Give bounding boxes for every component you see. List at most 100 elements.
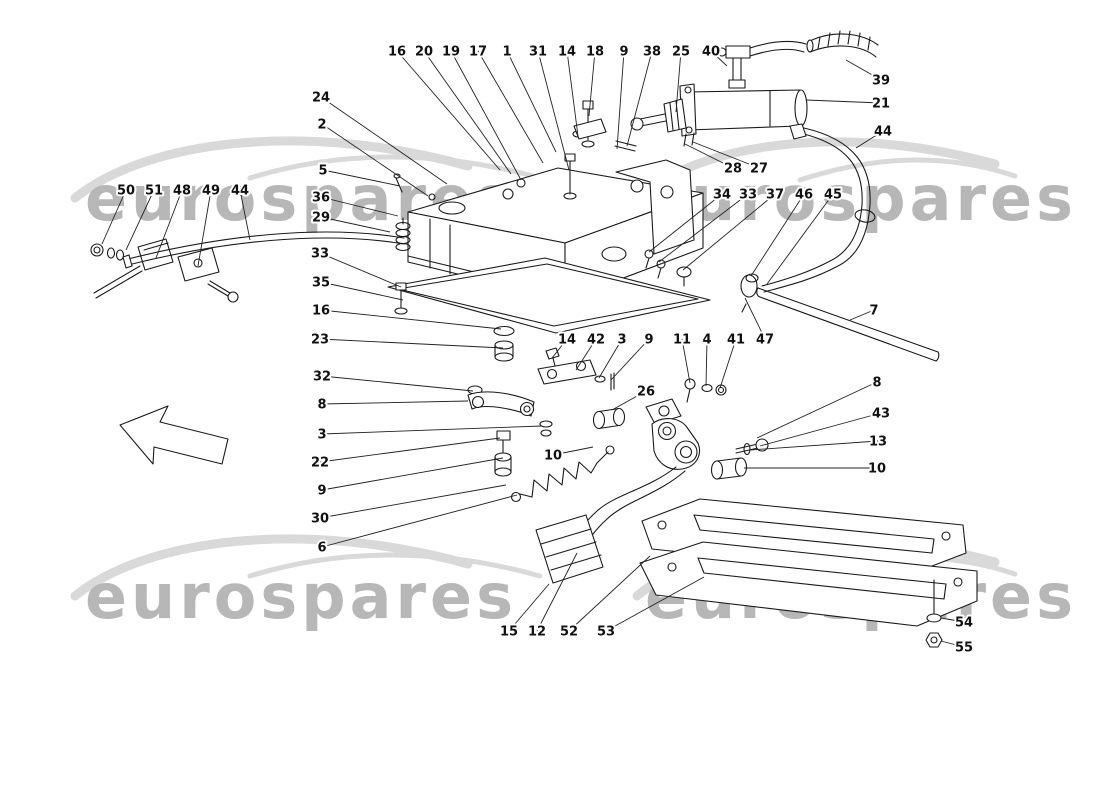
part-number-38[interactable]: 38 xyxy=(641,43,663,62)
pin xyxy=(393,173,401,179)
part-number-11[interactable]: 11 xyxy=(671,331,693,350)
leader-line-24 xyxy=(320,96,448,185)
part-number-37[interactable]: 37 xyxy=(764,186,786,205)
part-number-3[interactable]: 3 xyxy=(315,426,328,445)
part-number-4[interactable]: 4 xyxy=(700,331,713,350)
part-number-48[interactable]: 48 xyxy=(171,182,193,201)
master-cylinder xyxy=(630,83,808,147)
leader-line-25 xyxy=(675,50,682,113)
part-number-9[interactable]: 9 xyxy=(315,482,328,501)
part-number-9[interactable]: 9 xyxy=(642,331,655,350)
part-number-3[interactable]: 3 xyxy=(615,331,628,350)
leader-line-12 xyxy=(536,552,578,632)
part-number-7[interactable]: 7 xyxy=(867,302,880,321)
part-number-53[interactable]: 53 xyxy=(595,623,617,642)
part-number-51[interactable]: 51 xyxy=(143,182,165,201)
pedal-pad xyxy=(535,514,604,584)
leader-line-45 xyxy=(766,193,834,285)
leader-line-48 xyxy=(155,189,183,259)
part-number-8[interactable]: 8 xyxy=(315,396,328,415)
part-number-47[interactable]: 47 xyxy=(754,331,776,350)
part-number-55[interactable]: 55 xyxy=(953,639,975,658)
leader-line-5 xyxy=(322,169,401,187)
part-number-17[interactable]: 17 xyxy=(467,43,489,62)
part-number-39[interactable]: 39 xyxy=(870,72,892,91)
part-number-6[interactable]: 6 xyxy=(315,539,328,558)
leader-line-44 xyxy=(855,130,884,149)
part-number-43[interactable]: 43 xyxy=(870,405,892,424)
leader-line-26 xyxy=(611,390,647,411)
part-number-22[interactable]: 22 xyxy=(309,454,331,473)
part-number-2[interactable]: 2 xyxy=(315,116,328,135)
part-number-12[interactable]: 12 xyxy=(526,623,548,642)
leader-line-33 xyxy=(319,252,402,288)
part-number-20[interactable]: 20 xyxy=(413,43,435,62)
part-number-42[interactable]: 42 xyxy=(585,331,607,350)
part-number-24[interactable]: 24 xyxy=(310,89,332,108)
leader-line-17 xyxy=(477,50,544,164)
part-number-19[interactable]: 19 xyxy=(440,43,462,62)
leader-line-21 xyxy=(805,99,882,104)
part-number-30[interactable]: 30 xyxy=(309,510,331,529)
part-number-13[interactable]: 13 xyxy=(867,433,889,452)
part-number-40[interactable]: 40 xyxy=(700,43,722,62)
part-number-23[interactable]: 23 xyxy=(309,331,331,350)
leader-line-7 xyxy=(849,309,875,321)
leader-line-54 xyxy=(940,617,965,623)
part-number-14[interactable]: 14 xyxy=(556,43,578,62)
leader-line-18 xyxy=(588,50,596,117)
part-number-34[interactable]: 34 xyxy=(711,186,733,205)
leader-line-55 xyxy=(940,640,965,648)
hose-clamp xyxy=(740,274,758,298)
boot xyxy=(663,98,687,133)
part-number-46[interactable]: 46 xyxy=(793,186,815,205)
part-number-25[interactable]: 25 xyxy=(670,43,692,62)
leader-line-3 xyxy=(598,338,623,379)
leader-line-36 xyxy=(320,196,399,217)
leader-line-22 xyxy=(319,437,501,463)
part-number-21[interactable]: 21 xyxy=(870,95,892,114)
part-number-49[interactable]: 49 xyxy=(200,182,222,201)
part-number-52[interactable]: 52 xyxy=(558,623,580,642)
part-number-27[interactable]: 27 xyxy=(748,160,770,179)
part-number-44[interactable]: 44 xyxy=(229,182,251,201)
part-number-33[interactable]: 33 xyxy=(309,245,331,264)
part-number-45[interactable]: 45 xyxy=(822,186,844,205)
part-number-18[interactable]: 18 xyxy=(584,43,606,62)
part-number-50[interactable]: 50 xyxy=(115,182,137,201)
part-number-31[interactable]: 31 xyxy=(527,43,549,62)
part-number-36[interactable]: 36 xyxy=(310,189,332,208)
part-number-15[interactable]: 15 xyxy=(498,623,520,642)
leader-line-34 xyxy=(648,193,723,253)
leader-lines xyxy=(101,50,965,648)
leader-line-14 xyxy=(566,50,579,137)
part-number-41[interactable]: 41 xyxy=(725,331,747,350)
part-number-10[interactable]: 10 xyxy=(542,447,564,466)
part-number-33[interactable]: 33 xyxy=(737,186,759,205)
part-number-16[interactable]: 16 xyxy=(386,43,408,62)
leader-line-28 xyxy=(684,143,734,169)
part-number-10[interactable]: 10 xyxy=(866,460,888,479)
part-number-54[interactable]: 54 xyxy=(953,614,975,633)
leader-line-4 xyxy=(705,338,708,387)
release-cable xyxy=(90,217,411,303)
part-number-28[interactable]: 28 xyxy=(722,160,744,179)
part-number-29[interactable]: 29 xyxy=(310,209,332,228)
part-number-32[interactable]: 32 xyxy=(311,368,333,387)
part-number-14[interactable]: 14 xyxy=(556,331,578,350)
part-number-9[interactable]: 9 xyxy=(617,43,630,62)
linkage-small-parts xyxy=(394,282,626,477)
part-number-44[interactable]: 44 xyxy=(872,123,894,142)
leader-line-46 xyxy=(750,193,805,277)
leader-line-15 xyxy=(508,583,550,632)
part-number-35[interactable]: 35 xyxy=(310,274,332,293)
leader-line-30 xyxy=(319,484,507,519)
part-number-1[interactable]: 1 xyxy=(500,43,513,62)
part-number-26[interactable]: 26 xyxy=(635,383,657,402)
part-number-8[interactable]: 8 xyxy=(870,374,883,393)
part-number-5[interactable]: 5 xyxy=(316,162,329,181)
housing-bracket xyxy=(615,159,695,255)
part-number-16[interactable]: 16 xyxy=(310,302,332,321)
leader-line-37 xyxy=(682,193,776,271)
